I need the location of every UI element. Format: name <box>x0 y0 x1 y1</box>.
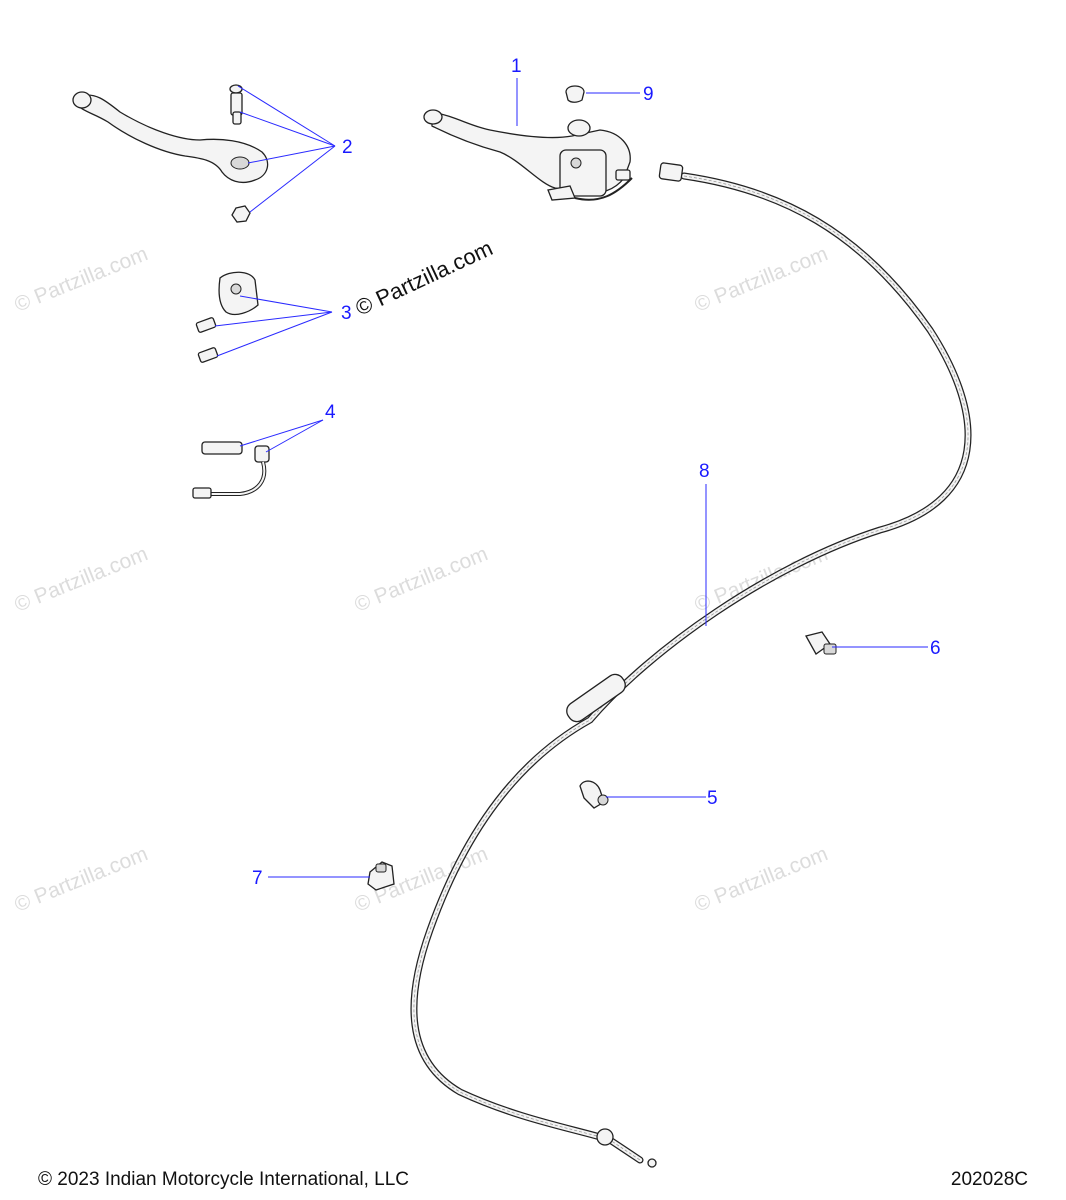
watermark-main: © Partzilla.com <box>352 235 497 320</box>
watermark-layer: © Partzilla.com © Partzilla.com © Partzi… <box>11 242 831 916</box>
callout-8: 8 <box>699 461 710 482</box>
leader-lines <box>214 78 928 878</box>
cable-clamp-7 <box>367 861 395 891</box>
reservoir-cap <box>565 85 585 103</box>
callout-1: 1 <box>511 56 522 77</box>
watermark: © Partzilla.com <box>11 542 151 616</box>
watermark: © Partzilla.com <box>691 542 831 616</box>
callout-3: 3 <box>341 303 352 324</box>
callout-6: 6 <box>930 638 941 659</box>
callout-7: 7 <box>252 868 263 889</box>
clutch-cable <box>410 162 972 1168</box>
callout-4: 4 <box>325 402 336 423</box>
cable-clip-5 <box>579 780 609 809</box>
cable-fitting-6 <box>805 631 837 655</box>
diagram-code: 202028C <box>950 1169 1028 1190</box>
copyright-text: © 2023 Indian Motorcycle International, … <box>38 1169 409 1190</box>
watermark: © Partzilla.com <box>11 842 151 916</box>
watermark: © Partzilla.com <box>691 842 831 916</box>
callout-labels: 1 2 3 4 5 6 7 8 9 <box>252 56 941 889</box>
clutch-lever-perch-assembly <box>423 109 633 201</box>
callout-5: 5 <box>707 788 718 809</box>
clutch-switch-assembly <box>192 441 270 499</box>
callout-2: 2 <box>342 137 353 158</box>
callout-9: 9 <box>643 84 654 105</box>
watermark: © Partzilla.com <box>691 242 831 316</box>
lever-bracket-assembly <box>195 271 259 363</box>
watermark: © Partzilla.com <box>351 542 491 616</box>
brake-lever-assembly <box>72 84 269 223</box>
watermark: © Partzilla.com <box>11 242 151 316</box>
